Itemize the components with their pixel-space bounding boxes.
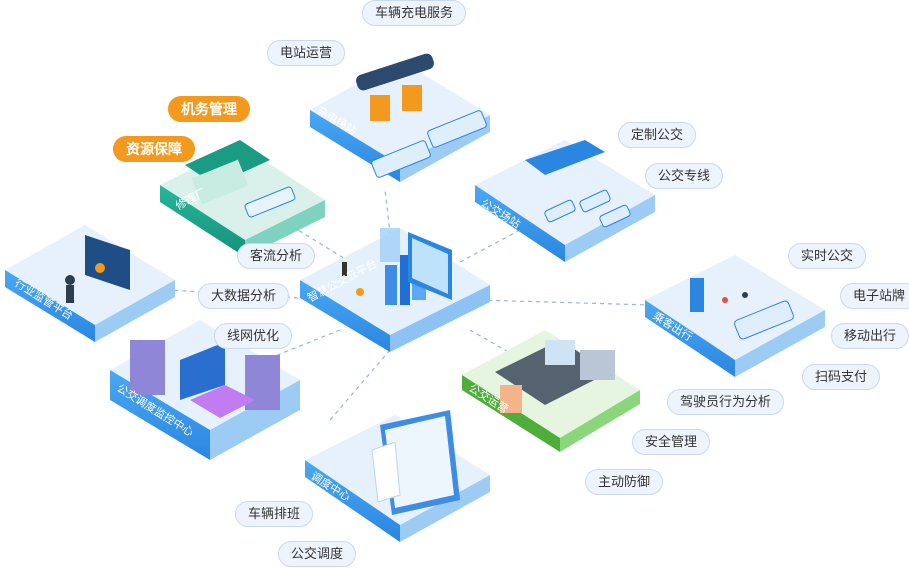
tag-realtime-bus[interactable]: 实时公交 (788, 243, 867, 269)
tag-station-operation[interactable]: 电站运营 (267, 40, 346, 66)
tag-bus-lane[interactable]: 公交专线 (645, 163, 724, 189)
bus-operation-zone[interactable] (462, 330, 640, 452)
scheduling-zone[interactable] (305, 410, 490, 542)
tag-route-optimization[interactable]: 线网优化 (214, 323, 293, 349)
dispatch-center-zone[interactable] (110, 320, 300, 460)
tag-custom-bus[interactable]: 定制公交 (618, 122, 697, 148)
tag-resource-support[interactable]: 资源保障 (113, 136, 195, 162)
tag-qr-payment[interactable]: 扫码支付 (802, 364, 881, 390)
charging-station-zone[interactable] (310, 52, 490, 182)
tag-safety-management[interactable]: 安全管理 (632, 429, 711, 455)
tag-driver-behavior[interactable]: 驾驶员行为分析 (667, 389, 785, 415)
tag-passenger-flow[interactable]: 客流分析 (237, 243, 316, 269)
tag-big-data[interactable]: 大数据分析 (198, 283, 290, 309)
tag-vehicle-scheduling[interactable]: 车辆排班 (235, 501, 314, 527)
tag-bus-dispatch[interactable]: 公交调度 (278, 541, 357, 567)
tag-active-defense[interactable]: 主动防御 (585, 469, 664, 495)
bus-station-zone[interactable] (475, 140, 655, 262)
industry-platform-zone[interactable] (5, 225, 175, 342)
repair-factory-zone[interactable] (160, 140, 325, 257)
tag-vehicle-charging[interactable]: 车辆充电服务 (362, 0, 467, 26)
tag-e-stop[interactable]: 电子站牌 (840, 283, 909, 309)
tag-fleet-management[interactable]: 机务管理 (168, 96, 250, 122)
tag-mobile-travel[interactable]: 移动出行 (831, 323, 909, 349)
passenger-travel-zone[interactable] (645, 255, 825, 377)
center-platform[interactable] (300, 228, 490, 352)
